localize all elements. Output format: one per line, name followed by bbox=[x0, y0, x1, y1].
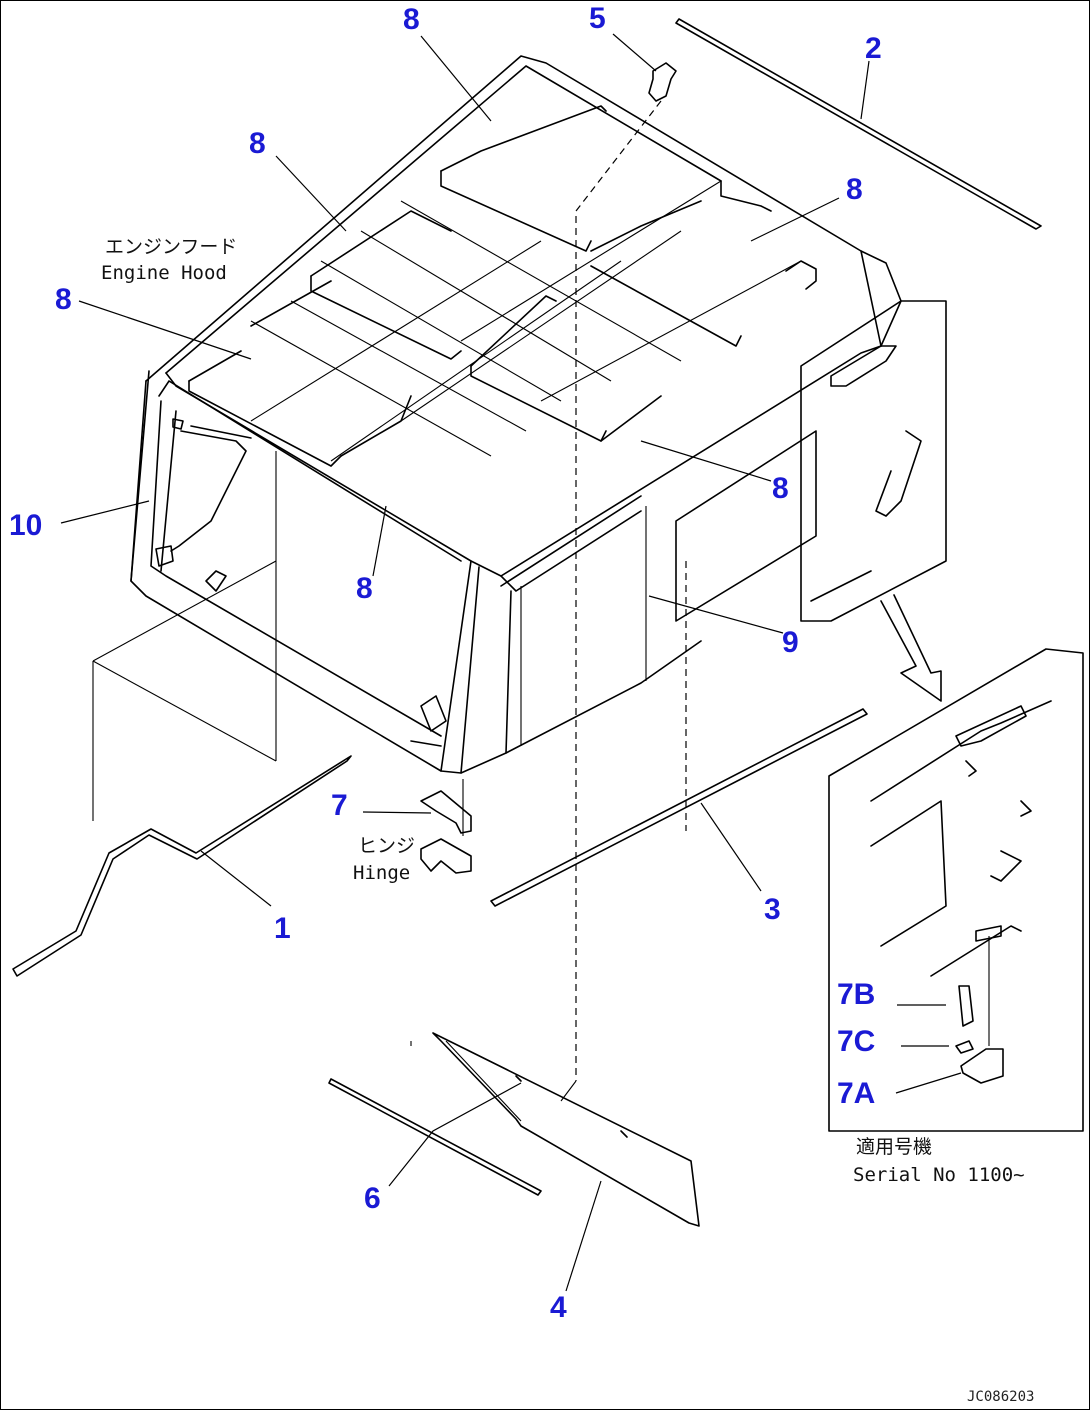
part-5-bolt bbox=[648, 62, 677, 102]
callout-7c: 7C bbox=[837, 1025, 875, 1058]
callout-4: 4 bbox=[550, 1291, 567, 1324]
callout-10: 10 bbox=[9, 509, 42, 542]
callout-7a: 7A bbox=[837, 1077, 875, 1110]
part-4-plate bbox=[432, 1032, 700, 1227]
part-1-seal bbox=[12, 755, 352, 977]
callout-2: 2 bbox=[865, 32, 882, 65]
callout-9: 9 bbox=[782, 626, 799, 659]
callout-8b: 8 bbox=[249, 127, 266, 160]
callout-6: 6 bbox=[364, 1182, 381, 1215]
callout-8f: 8 bbox=[356, 572, 373, 605]
drawing-code: JC086203 bbox=[967, 1389, 1034, 1405]
callout-8a: 8 bbox=[403, 3, 420, 36]
callout-7: 7 bbox=[331, 789, 348, 822]
hinge-label-en: Hinge bbox=[353, 862, 410, 884]
part-3-seal bbox=[490, 708, 868, 907]
serial-label-en: Serial No 1100~ bbox=[853, 1164, 1025, 1186]
engine-hood-label-en: Engine Hood bbox=[101, 262, 227, 284]
callout-8e: 8 bbox=[772, 472, 789, 505]
callout-1: 1 bbox=[274, 912, 291, 945]
hinge-label-jp: ヒンジ bbox=[358, 835, 415, 857]
callout-7b: 7B bbox=[837, 978, 875, 1011]
engine-hood-label-jp: エンジンフード bbox=[105, 236, 237, 258]
part-7-hinge bbox=[420, 790, 472, 834]
engine-hood-drawing bbox=[130, 55, 947, 774]
part-2-seal bbox=[675, 18, 1042, 230]
callout-3: 3 bbox=[764, 893, 781, 926]
serial-label-jp: 適用号機 bbox=[856, 1136, 932, 1158]
callout-5: 5 bbox=[589, 2, 606, 35]
callout-8c: 8 bbox=[846, 173, 863, 206]
serial-inset-drawing bbox=[828, 648, 1084, 1132]
callout-8d: 8 bbox=[55, 283, 72, 316]
part-6-seal bbox=[328, 1078, 542, 1196]
leader-lines bbox=[60, 33, 870, 1292]
